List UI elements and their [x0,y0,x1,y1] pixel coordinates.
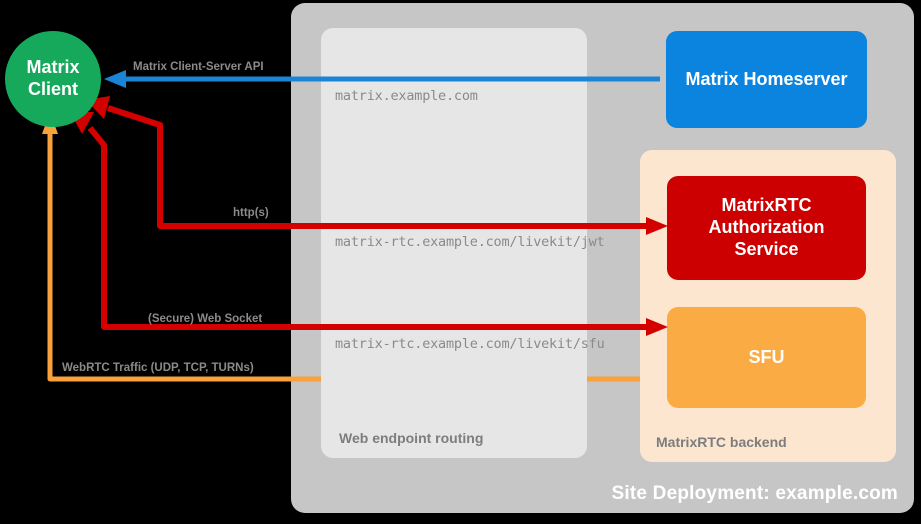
auth-service-label-line2: Authorization [708,217,825,238]
auth-service-label-line3: Service [734,238,799,259]
web-endpoint-routing-panel: matrix.example.com matrix-rtc.example.co… [321,28,605,458]
matrix-client-node[interactable]: Matrix Client [5,31,101,127]
matrix-homeserver-box[interactable]: Matrix Homeserver [666,31,867,128]
matrix-client-label-line1: Matrix [26,57,80,78]
web-endpoint-routing-label: Web endpoint routing [339,430,484,446]
endpoint-url-livekit-jwt: matrix-rtc.example.com/livekit/jwt [335,234,605,250]
flow-label-web-socket: (Secure) Web Socket [148,313,263,325]
flow-label-webrtc-traffic: WebRTC Traffic (UDP, TCP, TURNs) [62,362,254,374]
endpoint-url-matrix: matrix.example.com [335,88,478,104]
matrixrtc-authorization-service-box[interactable]: MatrixRTC Authorization Service [667,176,866,280]
matrix-client-label-line2: Client [27,79,78,99]
site-deployment-label: Site Deployment: example.com [611,483,898,504]
flow-label-client-server-api: Matrix Client-Server API [133,61,264,73]
auth-service-label-line1: MatrixRTC [721,195,812,216]
flow-label-https: http(s) [233,207,269,219]
matrixrtc-backend-label: MatrixRTC backend [656,434,787,450]
endpoint-url-livekit-sfu: matrix-rtc.example.com/livekit/sfu [335,336,605,352]
sfu-label: SFU [748,346,785,367]
matrix-homeserver-label: Matrix Homeserver [685,68,848,89]
sfu-box[interactable]: SFU [667,307,866,408]
